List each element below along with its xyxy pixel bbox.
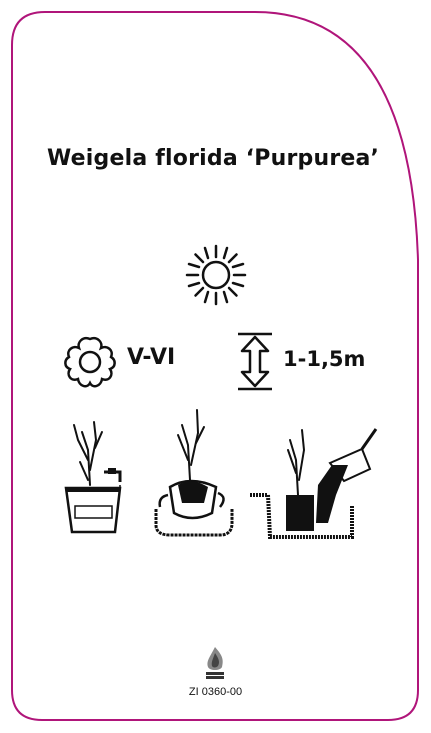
plant-name: Weigela florida ‘Purpurea’ bbox=[47, 146, 380, 171]
fill-soil-icon bbox=[250, 428, 378, 539]
flower-icon bbox=[64, 337, 116, 388]
remove-pot-icon bbox=[154, 409, 234, 537]
sun-icon bbox=[185, 244, 247, 306]
product-code: ZI 0360-00 bbox=[188, 686, 243, 698]
super-color-flame-logo bbox=[206, 647, 224, 679]
watering-bucket-icon bbox=[64, 421, 122, 534]
plant-height: 1-1,5m bbox=[283, 347, 366, 371]
bloom-period: V-VI bbox=[127, 345, 176, 370]
height-arrow-icon bbox=[238, 332, 272, 391]
